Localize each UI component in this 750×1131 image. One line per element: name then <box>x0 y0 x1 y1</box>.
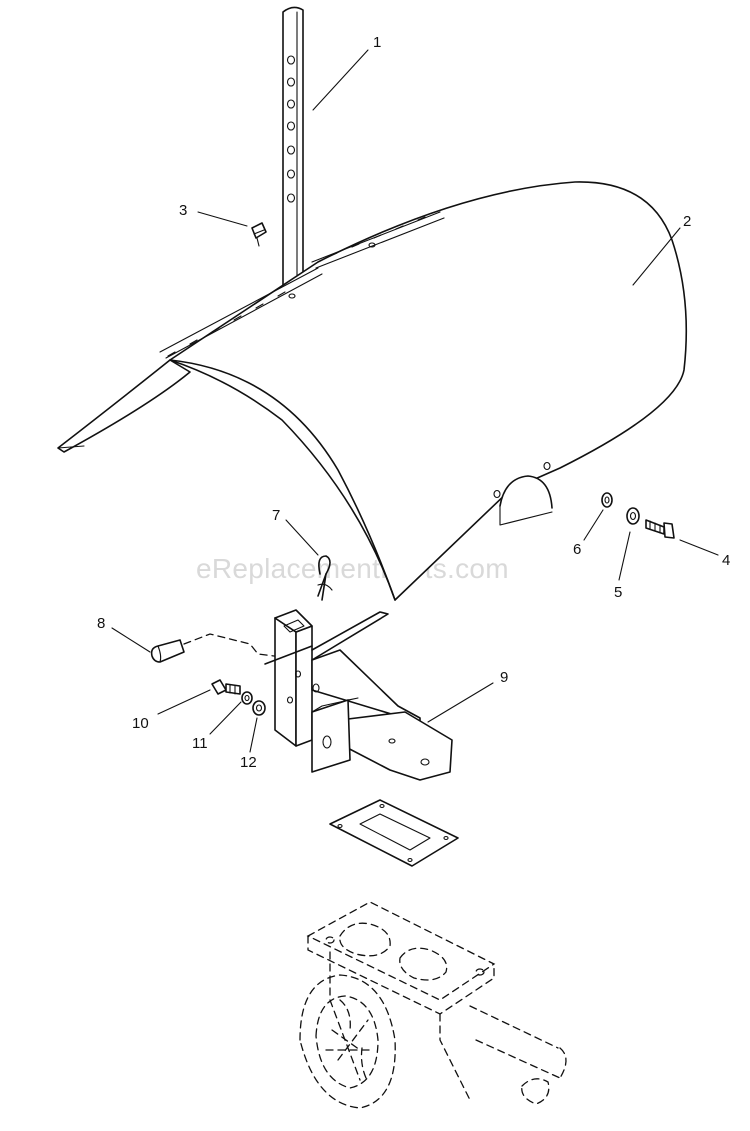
hair-pin-part <box>317 555 333 601</box>
washer-part-12 <box>252 700 266 716</box>
bolt-part-4 <box>645 519 675 539</box>
washer-part-6 <box>601 492 613 508</box>
watermark: eReplacementParts.com <box>196 553 509 584</box>
tine-shield-part <box>57 181 688 601</box>
callout-8: 8 <box>97 615 105 632</box>
callout-2: 2 <box>683 213 691 230</box>
depth-bar-part <box>282 6 304 301</box>
callout-1: 1 <box>373 34 381 51</box>
callout-6: 6 <box>573 541 581 558</box>
callout-9: 9 <box>500 669 508 686</box>
callout-12: 12 <box>240 754 257 771</box>
callout-5: 5 <box>614 584 622 601</box>
callout-3: 3 <box>179 202 187 219</box>
callout-10: 10 <box>132 715 149 732</box>
callout-7: 7 <box>272 507 280 524</box>
transmission-housing-reference <box>299 901 567 1109</box>
mounting-bracket-part <box>264 609 453 781</box>
callout-4: 4 <box>722 552 730 569</box>
callout-labels: 1 2 3 4 5 6 7 8 9 10 11 12 <box>97 34 730 771</box>
clevis-pin-part <box>150 633 291 663</box>
callout-11: 11 <box>192 735 208 752</box>
gasket-part <box>329 799 459 867</box>
lock-washer-part-5 <box>626 507 640 525</box>
leader-lines <box>111 49 719 753</box>
bolt-small-part <box>251 222 267 247</box>
bolt-part-10 <box>211 679 241 695</box>
lock-washer-part-11 <box>241 691 253 705</box>
